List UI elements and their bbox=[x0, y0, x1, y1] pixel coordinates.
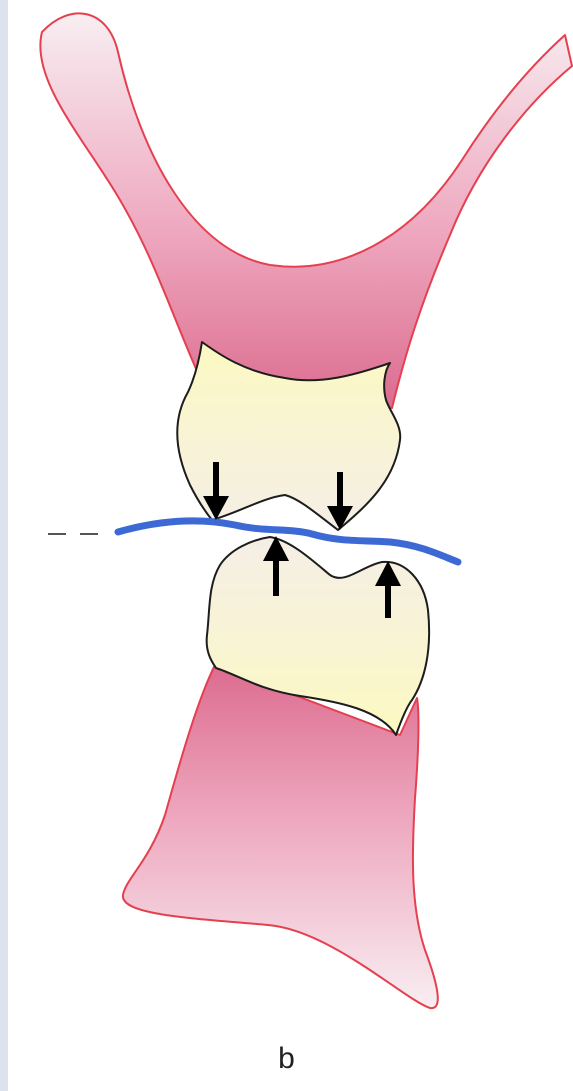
upper-gum bbox=[40, 13, 572, 408]
panel-label: b bbox=[0, 1042, 573, 1076]
